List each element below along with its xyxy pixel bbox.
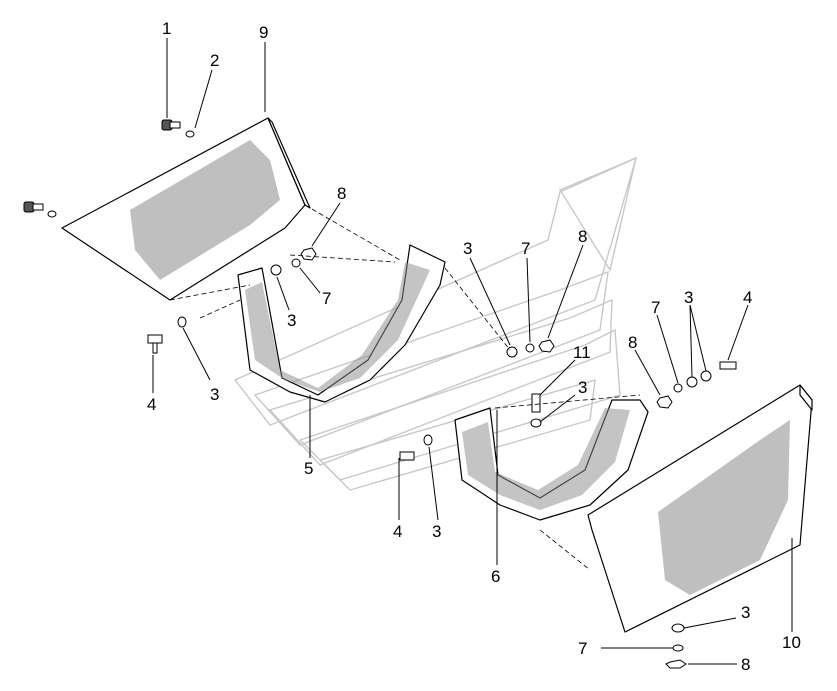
panel-9-perforations: [130, 140, 280, 280]
panel-10: [587, 384, 813, 633]
washer-7b-icon: [525, 343, 535, 353]
callout-8: 8: [628, 333, 637, 352]
callout-3: 3: [463, 239, 472, 258]
washer-2-icon: [185, 130, 195, 138]
callout-2: 2: [210, 51, 219, 70]
bolt-1-icon: [161, 119, 181, 131]
assembly-lines: [169, 204, 641, 571]
callout-7: 7: [651, 298, 660, 317]
panel-10-perforations: [658, 420, 790, 595]
leader-lines: [152, 38, 793, 665]
washer-left-icon: [47, 210, 57, 218]
bolt-left-icon: [23, 201, 44, 213]
washer-3f-icon: [686, 376, 698, 388]
washer-3h-icon: [671, 623, 685, 633]
callout-4: 4: [743, 288, 752, 307]
step-bracket-6: [454, 399, 649, 521]
background-chevrons: [233, 156, 638, 491]
callout-8: 8: [337, 184, 346, 203]
step-bracket-5: [237, 244, 446, 403]
washer-3c-icon: [506, 346, 518, 358]
callout-3: 3: [287, 311, 296, 330]
callout-8: 8: [578, 227, 587, 246]
bolt-4c-icon: [719, 361, 737, 370]
washer-3e-icon: [423, 434, 433, 446]
washer-3g-icon: [700, 370, 712, 382]
callout-7: 7: [322, 289, 331, 308]
washer-3b-icon: [177, 316, 187, 328]
hardware: [23, 119, 737, 669]
washer-3a-icon: [270, 264, 282, 276]
washer-7d-icon: [672, 644, 684, 652]
callout-5: 5: [304, 459, 313, 478]
callout-8: 8: [741, 655, 750, 674]
callout-labels: 1 2 9 8 3 7 4 3 5 3 7 8 11 3 4 3 6 8 7 3…: [147, 19, 801, 674]
washer-3d-icon: [530, 418, 542, 428]
callout-4: 4: [393, 522, 402, 541]
callout-7: 7: [578, 639, 587, 658]
callout-11: 11: [573, 343, 591, 362]
callout-3: 3: [432, 522, 441, 541]
washer-7a-icon: [291, 258, 301, 268]
nut-8a-icon: [300, 247, 317, 261]
nut-8b-icon: [538, 339, 555, 353]
nut-8d-icon: [665, 659, 687, 669]
callout-7: 7: [521, 239, 530, 258]
bolt-4b-icon: [399, 451, 415, 461]
callout-6: 6: [491, 567, 500, 586]
bolt-11-icon: [531, 393, 541, 413]
callout-3: 3: [210, 385, 219, 404]
callout-3: 3: [684, 288, 693, 307]
nut-8c-icon: [656, 395, 673, 409]
callout-4: 4: [147, 395, 156, 414]
bolt-4a-icon: [147, 334, 163, 354]
callout-9: 9: [259, 23, 268, 42]
callout-10: 10: [782, 633, 801, 652]
callout-3: 3: [741, 603, 750, 622]
washer-7c-icon: [673, 383, 683, 393]
callout-1: 1: [162, 19, 171, 38]
panel-9: [61, 117, 311, 301]
callout-3: 3: [578, 378, 587, 397]
